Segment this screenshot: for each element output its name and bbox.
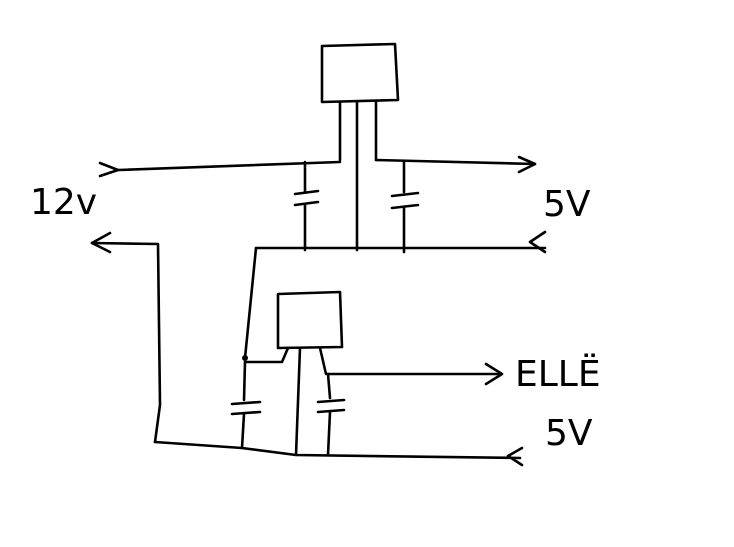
output-top-5v-line	[374, 155, 537, 174]
left-connector	[243, 246, 258, 360]
bottom-capacitor-left	[230, 355, 262, 450]
bottom-regulator	[243, 290, 504, 457]
input-12v-line	[98, 160, 342, 178]
top-capacitor-left	[293, 160, 320, 252]
bottom-return-line	[153, 440, 524, 467]
label-bottom-5v: 5V	[545, 413, 593, 454]
top-capacitor-right	[390, 160, 420, 254]
top-return-line	[254, 230, 547, 254]
label-right-output: ELLË	[515, 353, 601, 395]
label-12v: 12v	[30, 182, 97, 223]
label-top-5v: 5V	[543, 184, 591, 225]
top-regulator	[320, 42, 400, 252]
bottom-capacitor-right	[316, 372, 346, 457]
output-12v-line	[90, 231, 162, 444]
